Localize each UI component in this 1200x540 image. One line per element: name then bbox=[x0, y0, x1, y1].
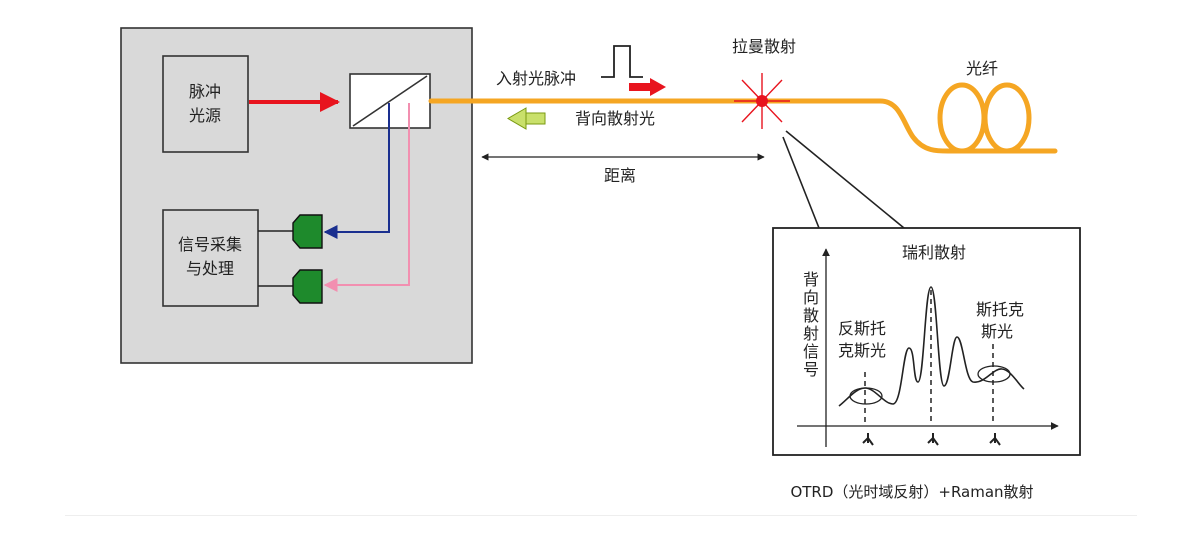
fiber-label: 光纤 bbox=[966, 59, 998, 78]
pulse-shape-icon bbox=[601, 46, 643, 77]
diagram-caption: OTRD（光时域反射）+Raman散射 bbox=[790, 483, 1033, 501]
fiber-coil-2 bbox=[985, 85, 1029, 151]
left-arrow-icon bbox=[508, 108, 545, 129]
anti-stokes-label-1: 反斯托 bbox=[838, 319, 886, 338]
pulse-source-label-1: 脉冲 bbox=[189, 82, 221, 101]
signal-processing-label-1: 信号采集 bbox=[178, 235, 242, 254]
stokes-label-1: 斯托克 bbox=[976, 300, 1024, 319]
callout-line-left bbox=[783, 137, 819, 228]
fiber-coil-1 bbox=[940, 85, 984, 151]
callout-line-right bbox=[786, 131, 904, 228]
photodetector-icon bbox=[293, 215, 322, 248]
distance-label: 距离 bbox=[604, 166, 636, 185]
inset-ylabel-char: 信 bbox=[803, 342, 819, 361]
signal-processing-label-2: 与处理 bbox=[186, 259, 234, 278]
inset-ylabel-char: 散 bbox=[803, 306, 819, 325]
inset-ylabel-char: 向 bbox=[803, 288, 819, 307]
raman-scatter-label: 拉曼散射 bbox=[732, 37, 796, 56]
pulse-source-box bbox=[163, 56, 248, 152]
anti-stokes-label-2: 克斯光 bbox=[838, 341, 886, 360]
pulse-source-label-2: 光源 bbox=[189, 106, 221, 125]
inset-ylabel-char: 背 bbox=[803, 270, 819, 289]
inset-ylabel: 背 向 散 射 信 号 bbox=[803, 270, 819, 379]
signal-processing-box bbox=[163, 210, 258, 306]
spectrum-inset bbox=[773, 228, 1080, 455]
right-arrow-icon bbox=[629, 78, 666, 96]
photodetector-icon bbox=[293, 270, 322, 303]
rayleigh-label: 瑞利散射 bbox=[902, 243, 966, 262]
incident-pulse-label: 入射光脉冲 bbox=[496, 69, 576, 88]
inset-ylabel-char: 射 bbox=[803, 324, 819, 343]
backscatter-label: 背向散射光 bbox=[575, 109, 655, 128]
bottom-divider bbox=[65, 515, 1137, 516]
raman-scatter-point bbox=[756, 95, 768, 107]
inset-ylabel-char: 号 bbox=[803, 360, 819, 379]
stokes-label-2: 斯光 bbox=[981, 322, 1013, 341]
